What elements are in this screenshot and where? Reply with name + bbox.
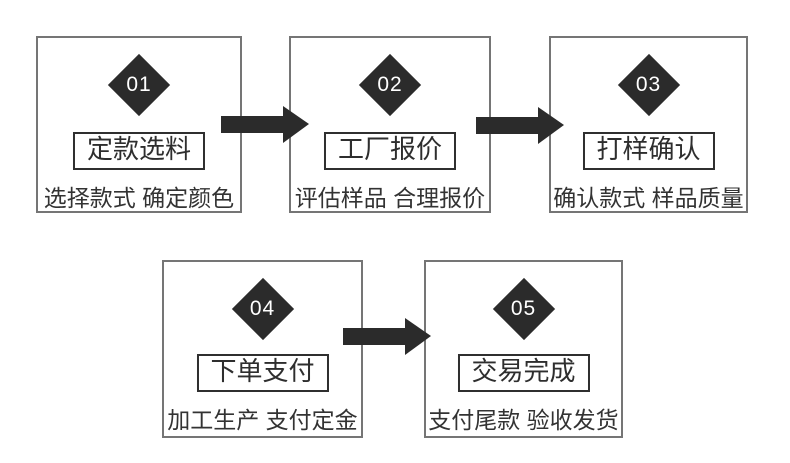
step-title: 交易完成 [457,354,590,392]
step-card-1: 01 定款选料 选择款式 确定颜色 [36,36,242,213]
step-4-number-badge: 04 [231,277,294,341]
arrow-step1-to-step2-icon [221,106,309,143]
step-number: 01 [126,73,152,96]
step-card-4: 04 下单支付 加工生产 支付定金 [162,260,363,438]
step-card-3: 03 打样确认 确认款式 样品质量 [549,36,748,213]
arrow-head [538,107,564,144]
step-card-5: 05 交易完成 支付尾款 验收发货 [424,260,623,438]
arrow-head [283,106,309,143]
step-number: 03 [635,73,662,96]
step-card-2: 02 工厂报价 评估样品 合理报价 [289,36,491,213]
arrow-step4-to-step5-icon [343,318,431,355]
step-subtitle: 确认款式 样品质量 [553,185,744,211]
step-subtitle: 支付尾款 验收发货 [428,407,619,433]
step-subtitle: 选择款式 确定颜色 [43,185,235,211]
step-2-number-badge: 02 [358,53,422,117]
arrow-head [405,318,431,355]
arrow-shaft [343,328,405,345]
arrow-shaft [221,116,283,133]
step-title: 下单支付 [196,354,329,392]
step-title: 打样确认 [582,132,715,170]
step-1-number-badge: 01 [107,53,171,117]
step-subtitle: 评估样品 合理报价 [294,185,486,211]
step-subtitle: 加工生产 支付定金 [167,407,358,433]
arrow-step2-to-step3-icon [476,107,564,144]
step-number: 04 [249,297,276,320]
step-title: 定款选料 [72,132,206,170]
step-number: 02 [377,73,403,96]
step-title: 工厂报价 [323,132,457,170]
step-number: 05 [510,297,537,320]
step-5-number-badge: 05 [492,277,555,341]
step-3-number-badge: 03 [617,53,680,117]
arrow-shaft [476,117,538,134]
